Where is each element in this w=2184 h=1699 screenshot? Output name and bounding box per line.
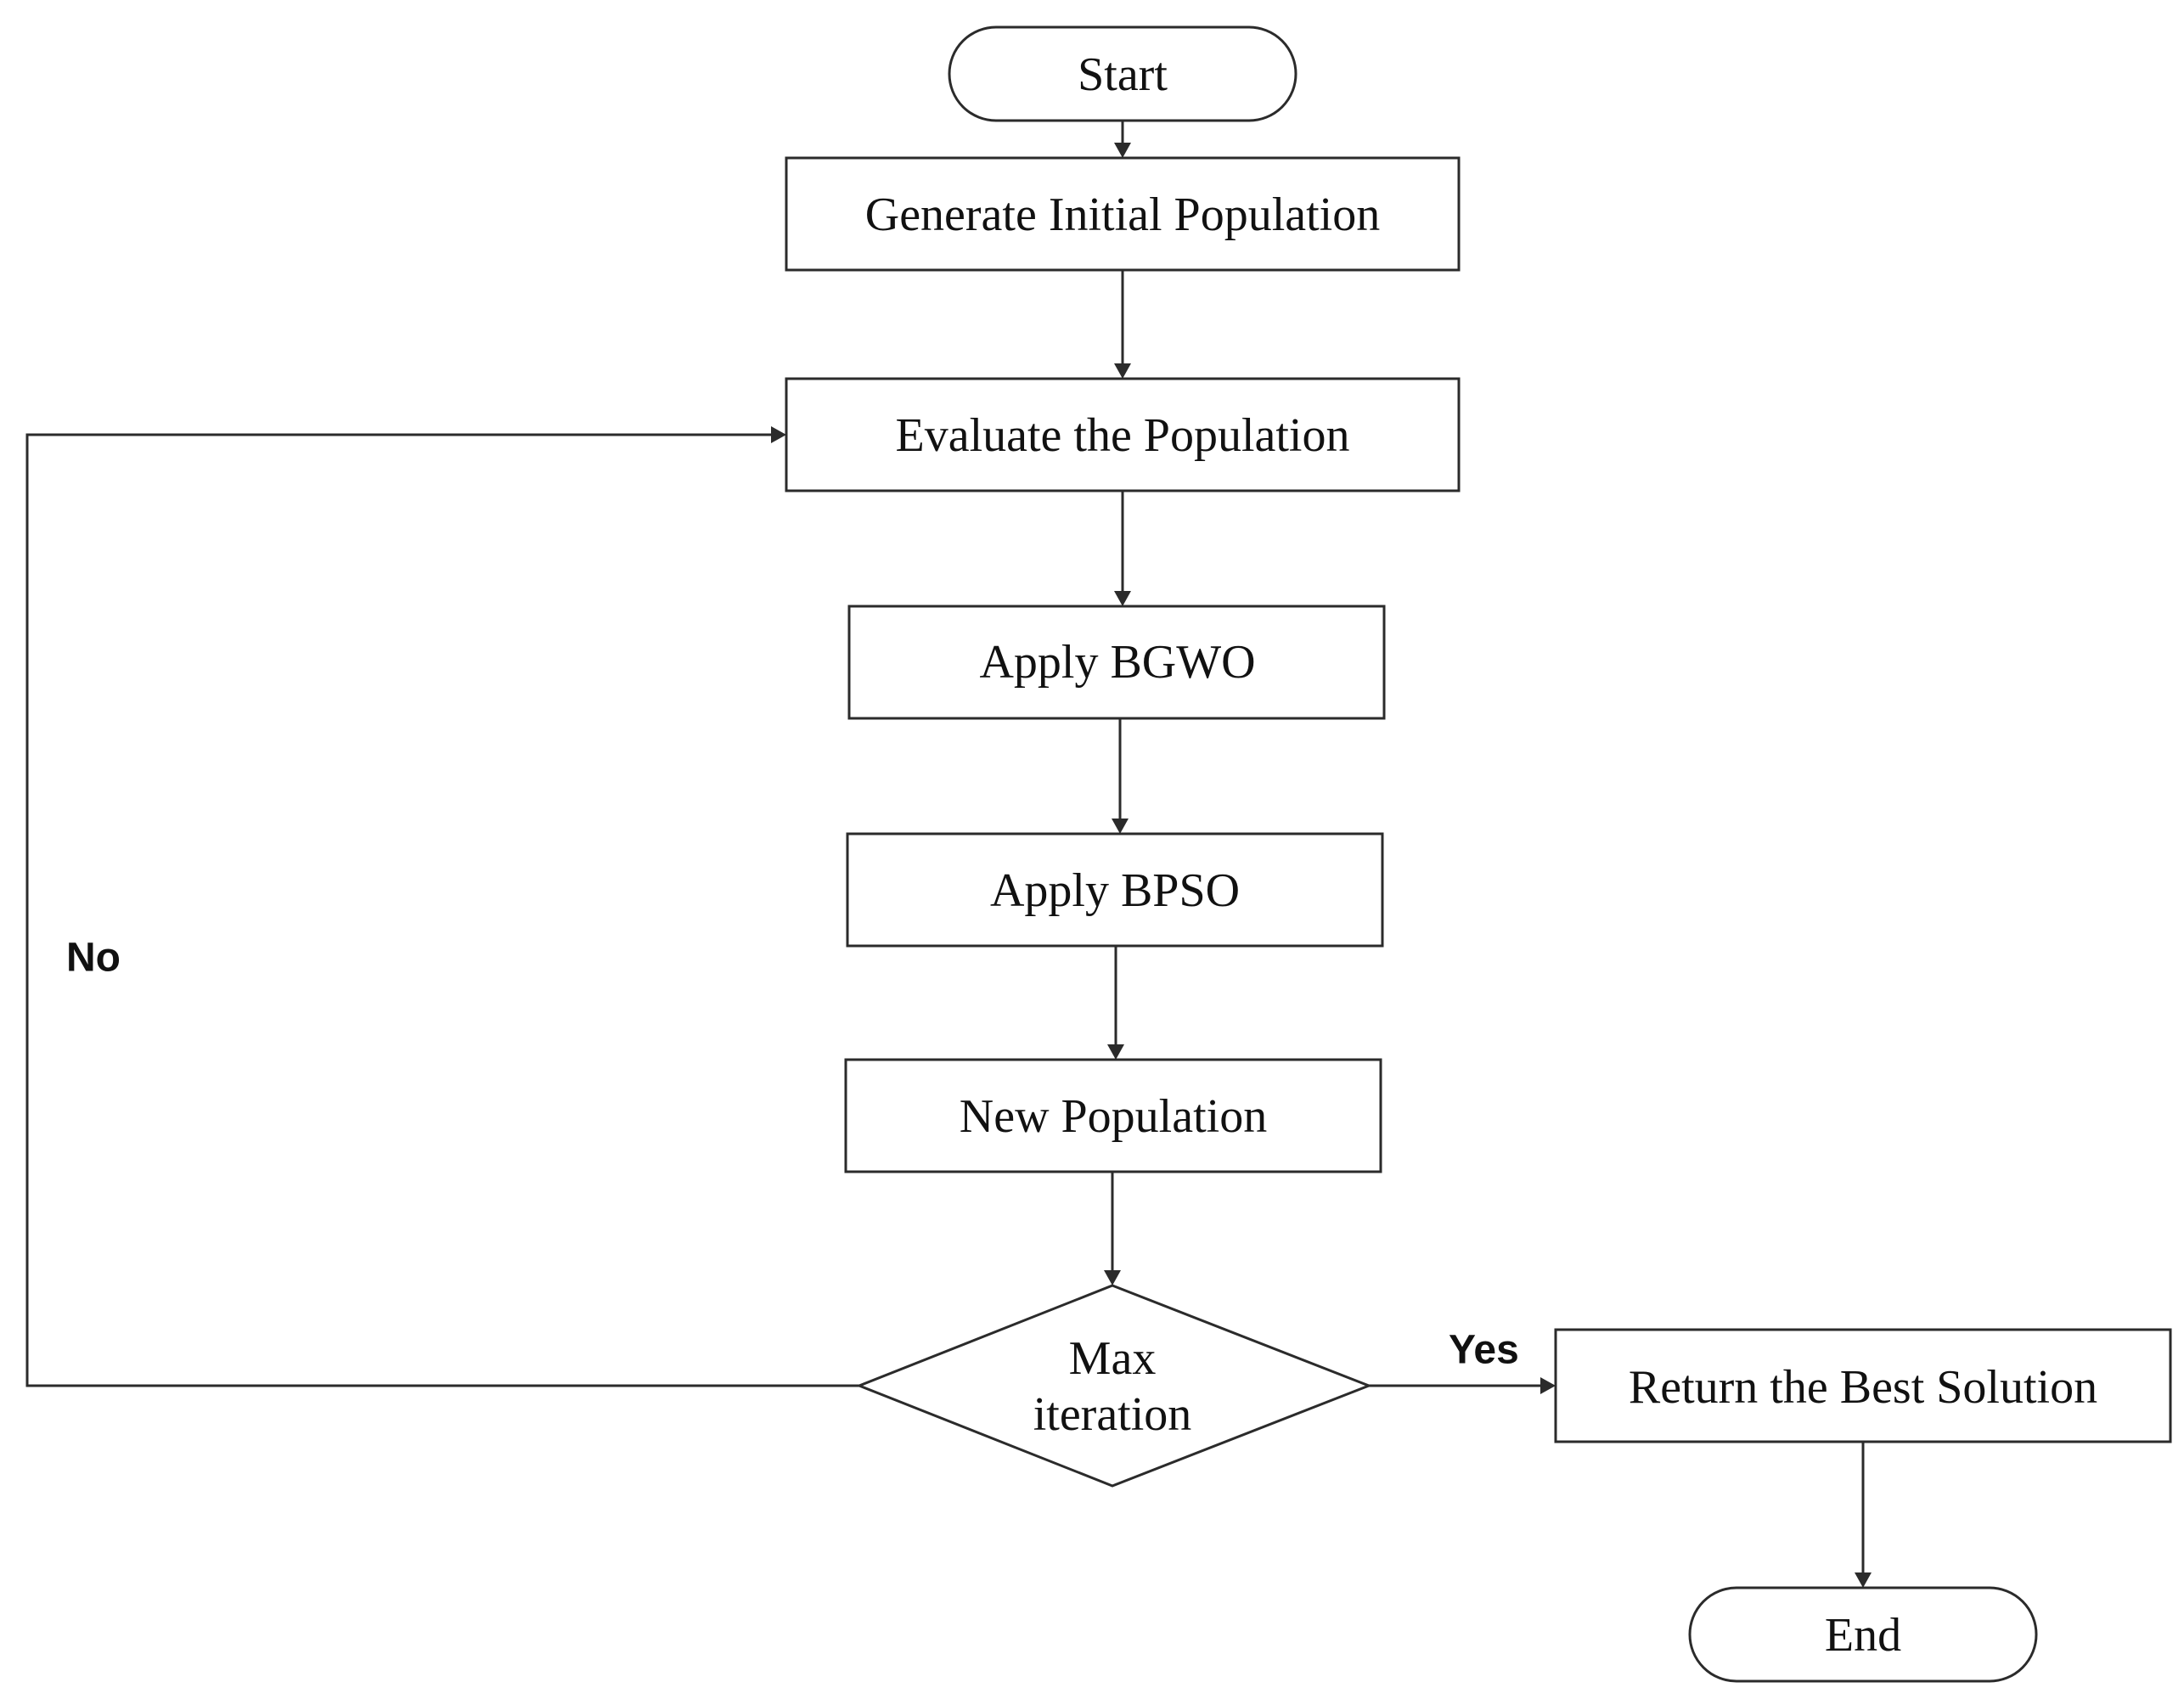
decision-label-line1: Max xyxy=(1069,1332,1157,1385)
arrowhead-start-to-generate xyxy=(1114,143,1131,158)
start-label: Start xyxy=(1078,48,1168,101)
bpso-label: Apply BPSO xyxy=(990,864,1240,917)
new-population-node: New Population xyxy=(844,1058,1382,1173)
generate-node: Generate Initial Population xyxy=(785,156,1461,272)
start-node: Start xyxy=(948,25,1297,122)
bgwo-label: Apply BGWO xyxy=(979,636,1255,689)
yes-branch-label: Yes xyxy=(1449,1328,1519,1373)
decision-node: Max iteration xyxy=(855,1284,1373,1488)
generate-label: Generate Initial Population xyxy=(865,188,1380,241)
no-branch-label: No xyxy=(66,936,121,981)
evaluate-label: Evaluate the Population xyxy=(896,409,1350,462)
generate-process-box xyxy=(785,156,1461,272)
evaluate-node: Evaluate the Population xyxy=(785,377,1461,492)
bpso-node: Apply BPSO xyxy=(846,832,1384,948)
decision-label-line2: iteration xyxy=(1033,1388,1192,1441)
end-label: End xyxy=(1825,1609,1901,1662)
arrowhead-decision-to-evaluate xyxy=(771,426,786,443)
arrowhead-decision-to-return-best xyxy=(1540,1377,1556,1394)
decision-diamond-shape xyxy=(855,1284,1373,1488)
end-node: End xyxy=(1688,1586,2038,1683)
arrowhead-new-population-to-decision xyxy=(1104,1270,1121,1286)
return-best-node: Return the Best Solution xyxy=(1554,1328,2172,1443)
return-best-label: Return the Best Solution xyxy=(1629,1361,2097,1414)
arrowhead-bgwo-to-bpso xyxy=(1112,819,1129,834)
arrowhead-generate-to-evaluate xyxy=(1114,363,1131,379)
edge-decision-to-evaluate-loop xyxy=(25,433,859,1387)
bgwo-node: Apply BGWO xyxy=(847,605,1386,720)
arrowhead-bpso-to-new-population xyxy=(1107,1044,1124,1060)
arrowhead-evaluate-to-bgwo xyxy=(1114,591,1131,606)
bgwo-process-box xyxy=(847,605,1386,720)
arrowhead-return-best-to-end xyxy=(1855,1572,1872,1588)
new-population-label: New Population xyxy=(960,1090,1267,1143)
